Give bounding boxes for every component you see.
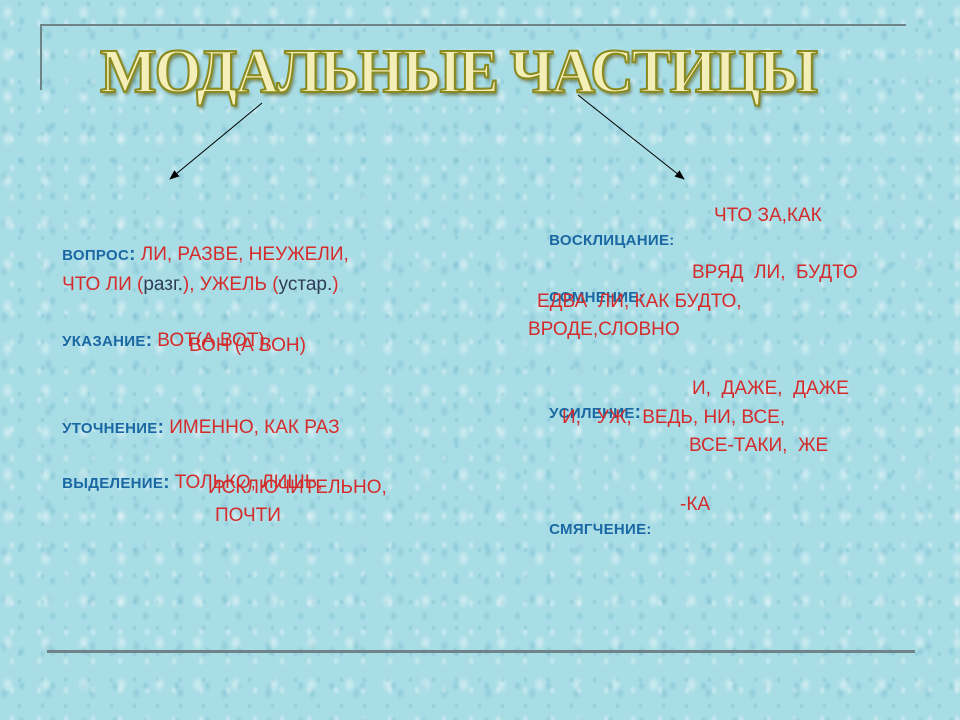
vopros-particles-1: ЛИ, РАЗВЕ, НЕУЖЕЛИ, <box>135 244 349 265</box>
smyagchenie-line-1: СМЯГЧЕНИЕ: <box>528 493 652 566</box>
usilenie-particles-2: И, УЖ, ВЕДЬ, НИ, ВСЕ, <box>562 407 786 428</box>
vydelenie-label: ВЫДЕЛЕНИЕ <box>62 475 164 492</box>
usilenie-label: УСИЛЕНИЕ <box>549 405 635 422</box>
ukazanie-label: УКАЗАНИЕ <box>62 333 146 350</box>
usilenie-particles-3: ВСЕ-ТАКИ, ЖЕ <box>689 435 829 456</box>
arrow-right <box>577 94 685 180</box>
vopros-label: ВОПРОС <box>62 247 130 264</box>
frame-left-line <box>40 24 42 90</box>
smyagchenie-particles: -КА <box>680 494 711 515</box>
ukazanie-line-2: ВОН (А ВОН) <box>189 335 306 356</box>
ukazanie-line-1: УКАЗАНИЕ: ВОТ(А ВОТ), <box>62 330 271 351</box>
vydelenie-line-1: ВЫДЕЛЕНИЕ: ТОЛЬКО, ЛИШЬ, <box>62 472 323 493</box>
note-ustar: устар. <box>278 274 333 295</box>
vopros-line-1: ВОПРОС: ЛИ, РАЗВЕ, НЕУЖЕЛИ, <box>62 244 349 265</box>
vosklicanie-label: ВОСКЛИЦАНИЕ: <box>549 232 675 249</box>
somnenie-particles-1: ВРЯД ЛИ, БУДТО <box>692 262 858 283</box>
frame-bottom-line <box>47 650 915 653</box>
smyagchenie-label: СМЯГЧЕНИЕ: <box>549 521 652 538</box>
usilenie-line-1: УСИЛЕНИЕ: <box>549 402 641 423</box>
arrow-left <box>169 102 263 180</box>
vydelenie-line-2: ИСКЛЮЧИТЕЛЬНО, <box>208 477 387 498</box>
slide-title: МОДАЛЬНЫЕ ЧАСТИЦЫ <box>99 35 819 106</box>
utochnenie-line-1: УТОЧНЕНИЕ: ИМЕННО, КАК РАЗ <box>62 417 340 438</box>
frame-top-line <box>40 24 906 26</box>
vydelenie-line-3: ПОЧТИ <box>215 505 281 526</box>
utochnenie-label: УТОЧНЕНИЕ <box>62 420 158 437</box>
note-razg: разг. <box>143 274 183 295</box>
somnenie-particles-3: ВРОДЕ,СЛОВНО <box>528 319 680 340</box>
somnenie-particles-2: ЕДВА ЛИ, КАК БУДТО, <box>537 291 742 312</box>
vosklicanie-particles: ЧТО ЗА,КАК <box>714 205 822 226</box>
vosklicanie-line-1: ВОСКЛИЦАНИЕ: <box>528 204 675 277</box>
somnenie-label: СОМНЕНИЕ: <box>549 289 644 306</box>
somnenie-line-1: СОМНЕНИЕ: <box>528 261 644 334</box>
usilenie-particles-1: И, ДАЖЕ, ДАЖЕ <box>692 378 849 399</box>
vopros-line-2: ЧТО ЛИ (разг.), УЖЕЛЬ (устар.) <box>62 274 339 295</box>
